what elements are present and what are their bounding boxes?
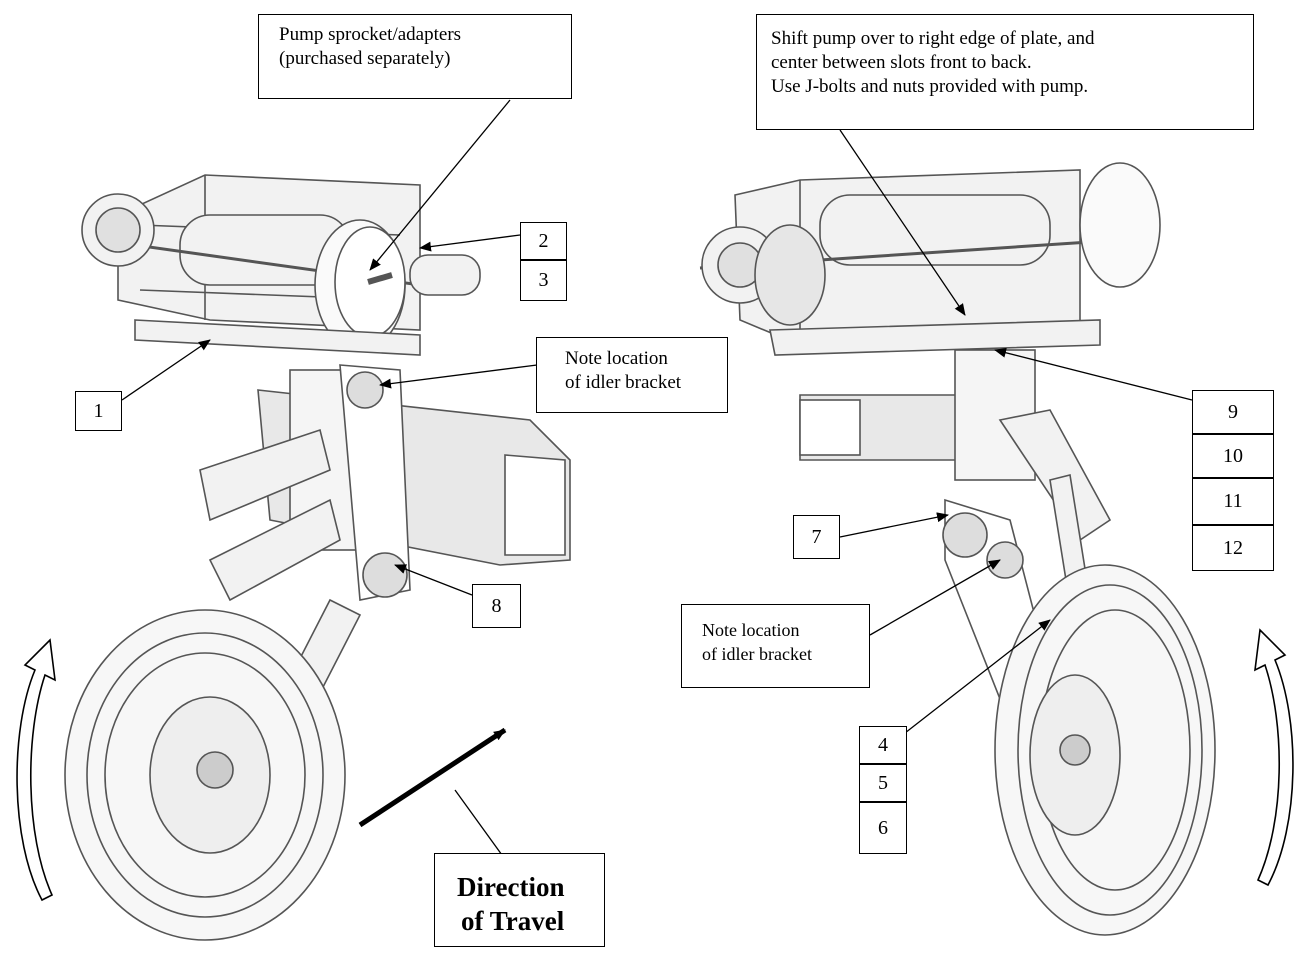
part-number-4: 4	[859, 726, 907, 764]
part-number-3: 3	[520, 260, 567, 301]
right-sprocket-cluster	[754, 224, 826, 326]
part-number-2: 2	[520, 222, 567, 260]
part-number-11: 11	[1192, 478, 1274, 525]
direction-arrow	[358, 727, 507, 828]
callout-line: Use J-bolts and nuts provided with pump.	[771, 76, 1089, 97]
leader-lines	[121, 99, 1193, 881]
right-rotation-arrow	[1254, 628, 1294, 887]
left-assembly	[64, 174, 571, 941]
callout-line: center between slots front to back.	[771, 52, 1032, 73]
part-number-12: 12	[1192, 525, 1274, 571]
callout-line: of idler bracket	[565, 372, 682, 393]
callout-direction-of-travel: Direction of Travel	[434, 853, 605, 947]
callout-line: Shift pump over to right edge of plate, …	[771, 28, 1095, 49]
callout-shift-pump: Shift pump over to right edge of plate, …	[756, 14, 1254, 130]
left-chain-case	[339, 364, 411, 601]
part-number-10: 10	[1192, 434, 1274, 478]
part-number-8: 8	[472, 584, 521, 628]
part-number-7: 7	[793, 515, 840, 559]
callout-line: of idler bracket	[702, 644, 812, 664]
part-number-5: 5	[859, 764, 907, 802]
callout-line: Pump sprocket/adapters	[279, 24, 462, 45]
callout-idler-right: Note location of idler bracket	[681, 604, 870, 688]
left-rotation-arrow	[16, 638, 56, 902]
right-roller	[819, 194, 1051, 266]
right-assembly	[699, 162, 1216, 936]
callout-line: Direction	[457, 872, 565, 902]
part-number-1: 1	[75, 391, 122, 431]
callout-line: (purchased separately)	[279, 48, 451, 69]
part-number-6: 6	[859, 802, 907, 854]
callout-line: of Travel	[461, 906, 565, 936]
callout-line: Note location	[565, 348, 668, 369]
callout-line: Note location	[702, 620, 800, 640]
part-number-9: 9	[1192, 390, 1274, 434]
callout-idler-left: Note location of idler bracket	[536, 337, 728, 413]
callout-pump-sprocket: Pump sprocket/adapters (purchased separa…	[258, 14, 572, 99]
